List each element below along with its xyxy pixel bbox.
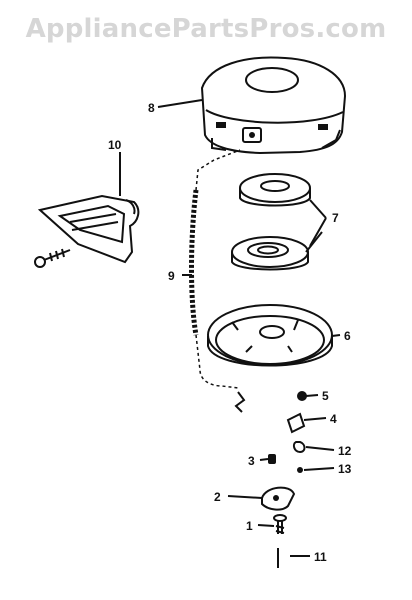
- leader-lines: [119, 99, 341, 557]
- washer: [297, 467, 303, 473]
- callout-11: 11: [314, 550, 327, 564]
- pawl-cam: [261, 486, 296, 511]
- callout-9: 9: [168, 269, 175, 283]
- callout-1: 1: [246, 519, 253, 533]
- callout-8: 8: [148, 101, 155, 115]
- handle-bracket: [37, 194, 140, 264]
- callout-10: 10: [108, 138, 122, 152]
- pawl-spring: [292, 441, 306, 454]
- callout-4: 4: [330, 412, 337, 426]
- starter-housing: [200, 56, 347, 155]
- callout-13: 13: [338, 462, 352, 476]
- center-screw: [273, 514, 287, 534]
- handle-screw: [34, 248, 71, 268]
- pawl: [286, 412, 306, 434]
- rewind-spring: [231, 231, 323, 271]
- callout-3: 3: [248, 454, 255, 468]
- small-screw: [297, 391, 307, 401]
- callout-2: 2: [214, 490, 221, 504]
- callout-5: 5: [322, 389, 329, 403]
- starter-rope: [189, 149, 246, 413]
- callout-6: 6: [344, 329, 351, 343]
- callout-12: 12: [338, 444, 352, 458]
- spring-cover: [239, 173, 311, 207]
- callout-7: 7: [332, 211, 339, 225]
- watermark: AppliancePartsPros.com: [25, 14, 387, 44]
- retainer-spring: [268, 454, 276, 464]
- pulley: [207, 304, 333, 367]
